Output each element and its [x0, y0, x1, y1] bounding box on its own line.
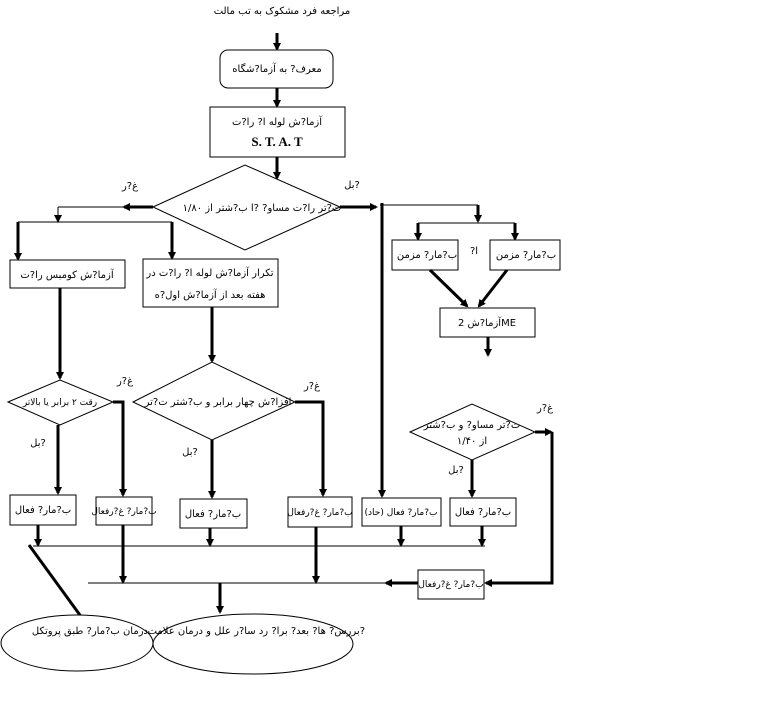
result-active-acute-label: ب?مار? فعال (حاد): [365, 508, 438, 518]
yes-label: بل?: [448, 465, 464, 476]
no-label: غ?ر: [536, 403, 553, 414]
result-inactive-2-label: ب?مار? غ?رفعال: [287, 508, 352, 518]
repeat-test-line1: تکرار آزما?ش لوله ا? را?ت در: [145, 266, 273, 279]
decision-fourfold-label: افزا?ش چهار برابر و ب?شتر ت?تر: [144, 397, 292, 408]
test-2me-label: آزما?ش 2ME: [458, 316, 516, 329]
arrow: [113, 400, 127, 497]
stat-test-label: آزما?ش لوله ا? را?ت: [232, 115, 323, 128]
chronic-node-right: [489, 239, 561, 271]
decision-titer-140-line1: ت?تر مساو? و ب?شتر: [423, 420, 520, 431]
decision-titer-140-line2: از ۱/۴۰: [457, 436, 487, 447]
repeat-test-line2: هفته بعد از آزما?ش اول?ه: [155, 288, 266, 301]
result-active-2: [179, 498, 248, 529]
yes-label: بل?: [344, 180, 360, 191]
result-active-3: [449, 497, 517, 527]
no-label: غ?ر: [116, 376, 133, 387]
result-inactive-1-label: ب?مار? غ?رفعال: [91, 507, 156, 517]
result-active-1: [9, 494, 77, 526]
stat-test-node: [209, 106, 346, 158]
referral-label: معرف? به آزما?شگاه: [232, 62, 321, 75]
arrow: [27, 544, 87, 624]
yes-label: بل?: [182, 447, 198, 458]
decision-titer-140: [408, 403, 537, 461]
result-active-acute: [361, 497, 442, 527]
stat-test-code: S. T. A. T: [251, 134, 303, 149]
result-active-2-label: ب?مار? فعال: [185, 509, 241, 520]
decision-dilution-label: رقت ۲ برابر یا بالاتر: [22, 398, 97, 408]
result-active-3-label: ب?مار? فعال: [455, 507, 511, 518]
result-active-1-label: ب?مار? فعال: [15, 505, 71, 516]
chronic-right-label: ب?مار? مزمن: [496, 250, 556, 261]
decision-titer-180-label: ت?تر را?ت مساو? ?ا ب?شتر از ۱/۸۰: [183, 203, 342, 214]
chronic-node-left: [391, 239, 459, 271]
repeat-test-node: [142, 258, 279, 308]
yes-label: بل?: [30, 438, 46, 449]
result-inactive-2: [287, 496, 353, 528]
coombs-test-label: آزما?ش کومبس را?ت: [20, 268, 114, 281]
coombs-test-node: [9, 259, 126, 289]
result-inactive-3-label: ب?مار? غ?رفعال: [418, 580, 483, 590]
chart-title: مراجعه فرد مشکوک به تب مالت: [214, 6, 351, 17]
result-inactive-1: [95, 496, 153, 526]
further-investigation-label: بررس? ها? بعد? برا? رد سا?ر علل و درمان …: [148, 626, 365, 637]
chronic-left-label: ب?مار? مزمن: [397, 250, 457, 261]
further-investigation-node: [152, 613, 354, 675]
arrow: [477, 269, 509, 308]
arrow: [295, 400, 327, 497]
treat-protocol-node: [0, 614, 154, 672]
no-label: غ?ر: [303, 381, 320, 392]
treat-protocol-label: درمان ب?مار? طبق پروتکل: [32, 626, 148, 637]
no-label: غ?ر: [121, 181, 138, 192]
arrow: [484, 432, 554, 587]
test-2me-node: [439, 307, 536, 338]
or-label: ?ا: [470, 246, 478, 257]
arrow: [428, 268, 469, 308]
